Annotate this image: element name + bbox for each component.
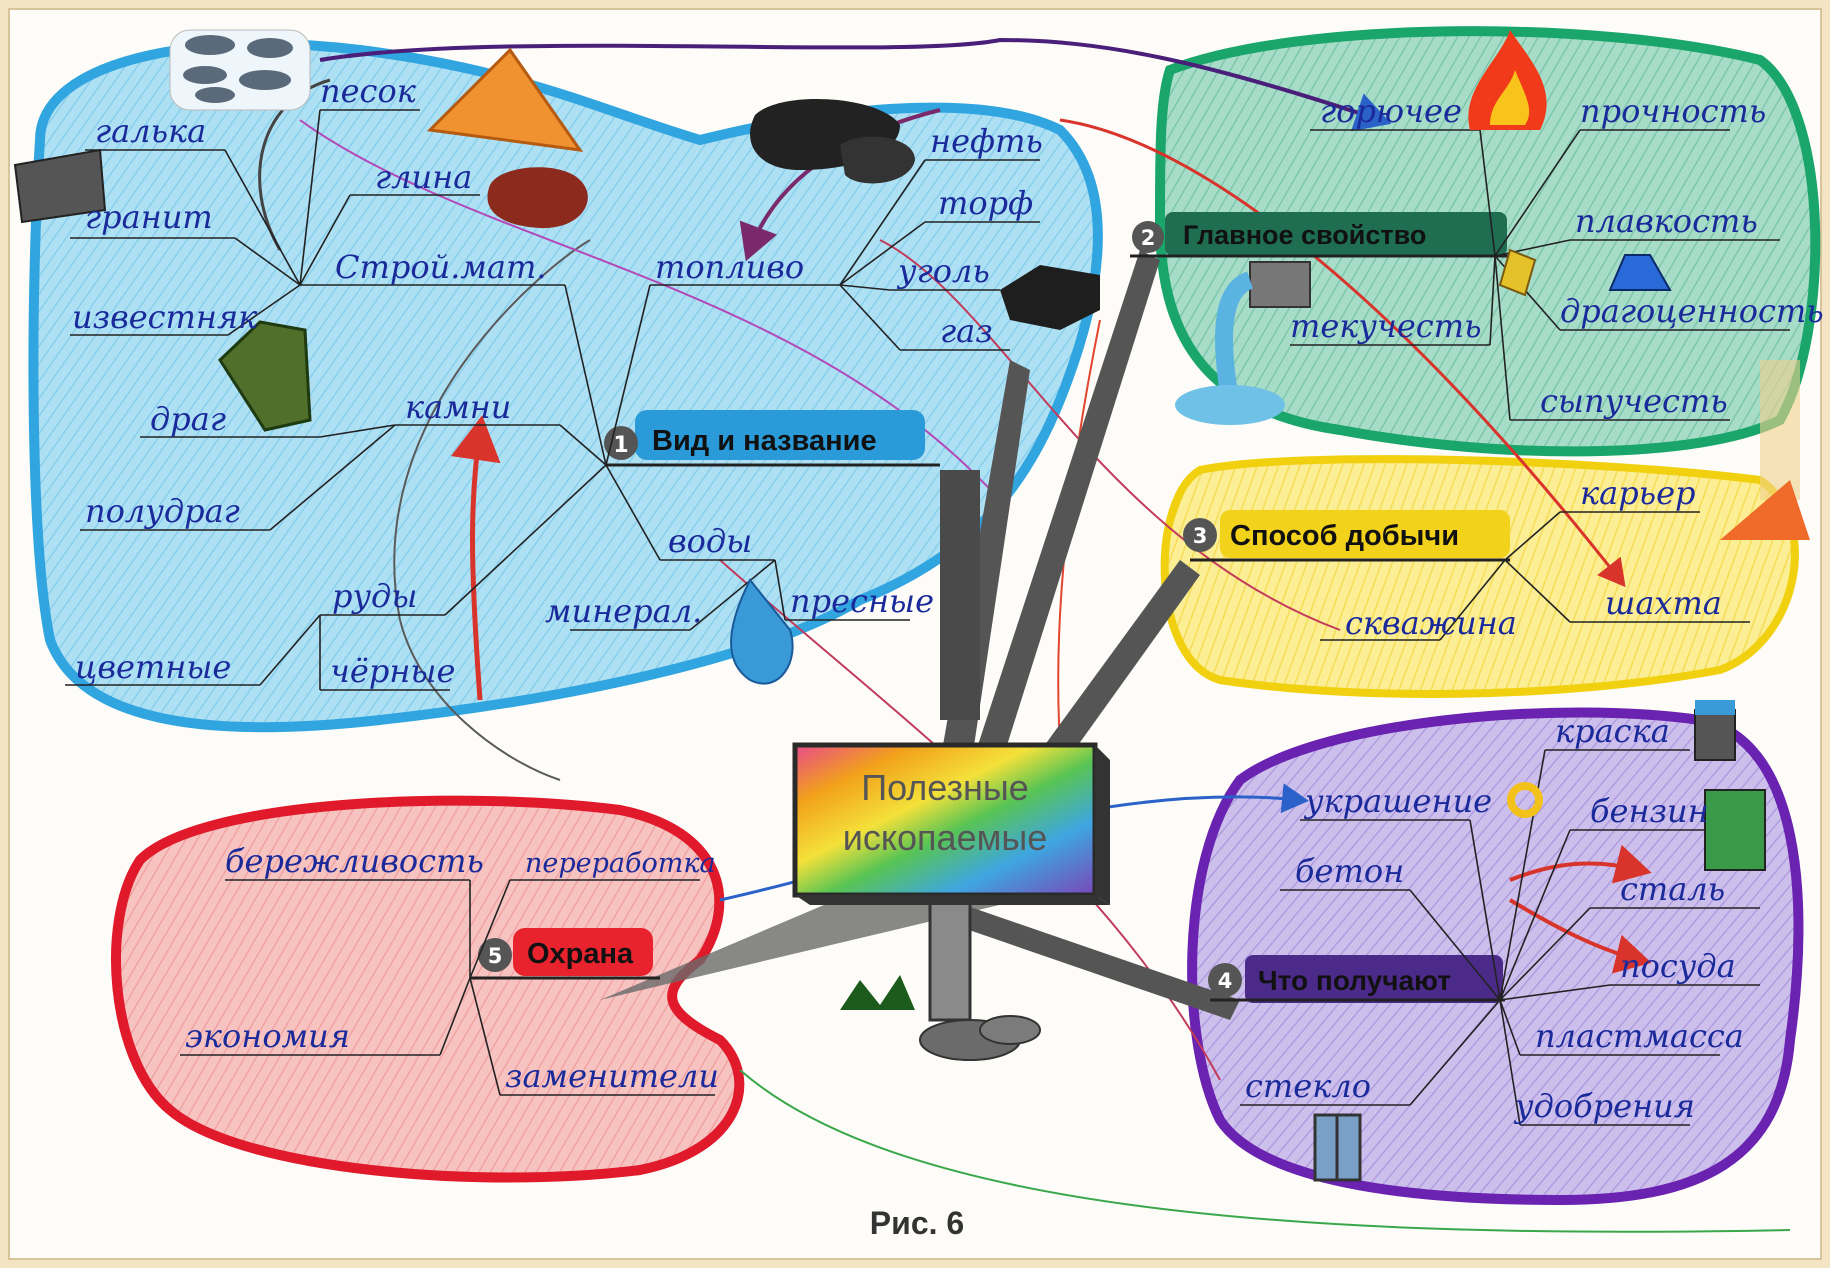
sand-hourglass-icon	[1720, 360, 1810, 540]
water-drop-icon	[730, 578, 794, 685]
label-udobreniya: удобрения	[1513, 1087, 1695, 1125]
crystal-blue-icon	[1608, 254, 1672, 291]
label-chernye: чёрные	[330, 652, 455, 690]
label-steklo: стекло	[1245, 1067, 1371, 1105]
fuel-can-icon	[1704, 789, 1766, 871]
label-izvestnyak: известняк	[72, 298, 258, 336]
center-signpost: Полезные ископаемые	[600, 250, 1240, 1061]
branch-svoistvo-number: 2	[1141, 226, 1156, 250]
water-tap-icon	[1175, 261, 1311, 425]
branch-dobycha-number: 3	[1193, 524, 1208, 548]
label-goryuchee: горючее	[1320, 92, 1462, 130]
label-berezhlivost: бережливость	[225, 842, 484, 880]
branch-lines	[65, 109, 1790, 1126]
label-pererabotka: переработка	[525, 848, 716, 879]
paint-can-icon	[1694, 700, 1736, 761]
label-plavkost: плавкость	[1575, 202, 1758, 240]
crystal-yellow-icon	[1498, 248, 1537, 297]
label-torf: торф	[938, 184, 1033, 222]
label-skvazhina: скважина	[1345, 604, 1517, 642]
branch-okhrana: 5 Охрана	[470, 928, 660, 980]
branch-poluchayut: 4 Что получают	[1208, 955, 1505, 1003]
label-beton: бетон	[1295, 852, 1404, 890]
branch-vid-number: 1	[613, 433, 628, 458]
label-ugol: уголь	[896, 252, 990, 290]
label-ekonomiya: экономия	[185, 1017, 350, 1055]
pebbles-icon	[169, 29, 311, 111]
clay-icon	[487, 167, 588, 229]
label-granit: гранит	[85, 198, 213, 236]
branch-dobycha-title: Способ добычи	[1230, 520, 1459, 552]
fire-icon	[1468, 30, 1547, 130]
zone-blue	[28, 39, 1103, 733]
center-title-line2: ископаемые	[843, 817, 1047, 858]
granite-icon	[13, 148, 107, 224]
label-zameniteli: заменители	[505, 1057, 719, 1095]
label-rudy: руды	[332, 577, 417, 615]
branch-okhrana-title: Охрана	[527, 938, 634, 970]
branch-poluchayut-number: 4	[1218, 969, 1233, 993]
coal-icon	[1000, 265, 1100, 330]
ring-icon	[1507, 782, 1543, 818]
label-kraska: краска	[1555, 712, 1670, 750]
label-presnye: пресные	[790, 582, 934, 620]
zone-red	[111, 795, 745, 1183]
label-stroimat: Строй.мат.	[335, 248, 546, 286]
branch-vid: 1 Вид и название	[604, 410, 940, 467]
label-benzin: бензин	[1590, 792, 1709, 830]
branch-poluchayut-title: Что получают	[1258, 965, 1451, 996]
label-neft: нефть	[930, 122, 1043, 160]
label-galka: галька	[95, 112, 206, 150]
branch-dobycha: 3 Способ добычи	[1183, 510, 1510, 562]
label-posuda: посуда	[1620, 947, 1736, 985]
label-glina: глина	[375, 158, 472, 196]
label-tekuchest: текучесть	[1290, 307, 1481, 345]
zone-yellow	[1160, 455, 1799, 698]
label-mineral: минерал.	[545, 592, 702, 630]
label-sypuchest: сыпучесть	[1540, 382, 1728, 420]
label-shakhta: шахта	[1605, 584, 1722, 622]
label-poludrag: полудраг	[85, 492, 240, 530]
window-icon	[1313, 1113, 1362, 1182]
center-title-line1: Полезные	[861, 767, 1029, 808]
label-drag: драг	[150, 400, 226, 438]
label-dragotsennost: драгоценность	[1560, 292, 1824, 330]
label-plastmassa: пластмасса	[1535, 1017, 1744, 1055]
label-karer: карьер	[1580, 474, 1696, 512]
label-prochnost: прочность	[1580, 92, 1766, 130]
handwritten-labels: галька песок глина гранит Строй.мат. изв…	[72, 72, 1824, 1125]
label-kamni: камни	[405, 388, 511, 426]
label-stal: сталь	[1620, 870, 1725, 908]
figure-caption: Рис. 6	[870, 1205, 964, 1241]
sand-pile-icon	[426, 47, 584, 152]
label-pesok: песок	[320, 72, 417, 110]
branch-vid-title: Вид и название	[652, 425, 877, 457]
branch-svoistvo: 2 Главное свойство	[1130, 212, 1510, 258]
label-toplivo: топливо	[655, 248, 804, 286]
branch-okhrana-number: 5	[488, 944, 503, 968]
gem-green-icon	[218, 320, 312, 432]
label-tsvetnye: цветные	[75, 648, 231, 686]
branch-svoistvo-title: Главное свойство	[1183, 220, 1426, 250]
oil-blob-icon	[750, 98, 915, 184]
label-vody: воды	[668, 522, 752, 560]
label-ukrashenie: украшение	[1303, 782, 1492, 820]
label-gaz: газ	[940, 312, 993, 350]
